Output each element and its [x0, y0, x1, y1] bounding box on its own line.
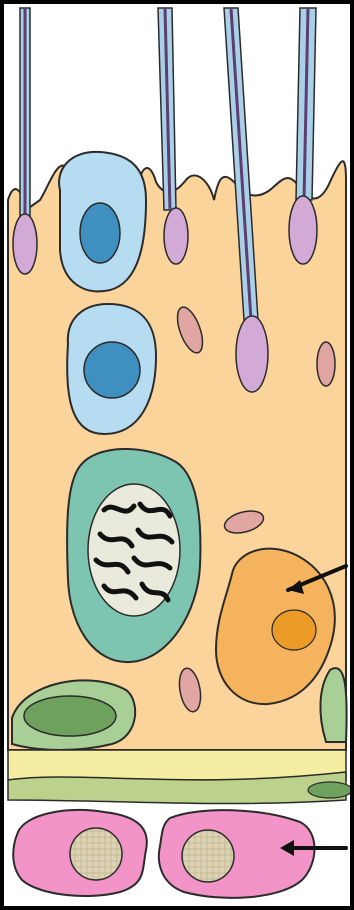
mitochondrion-2: [317, 342, 335, 386]
basement-membrane: [8, 750, 346, 780]
leydig-nucleus-2: [182, 830, 234, 882]
spermatid-1: [59, 152, 146, 291]
spermatid-2: [67, 304, 156, 434]
leydig-nucleus-1: [70, 828, 122, 880]
sertoli-nucleus: [272, 610, 316, 650]
myoid-nucleus: [308, 782, 352, 798]
spermatid-nucleus-2: [84, 342, 140, 398]
leydig-cell-1: [13, 810, 147, 896]
spermatogonium-nucleus-1: [24, 696, 116, 736]
spermatogonium-2: [320, 668, 346, 742]
spermatid-nucleus-1: [80, 203, 120, 263]
